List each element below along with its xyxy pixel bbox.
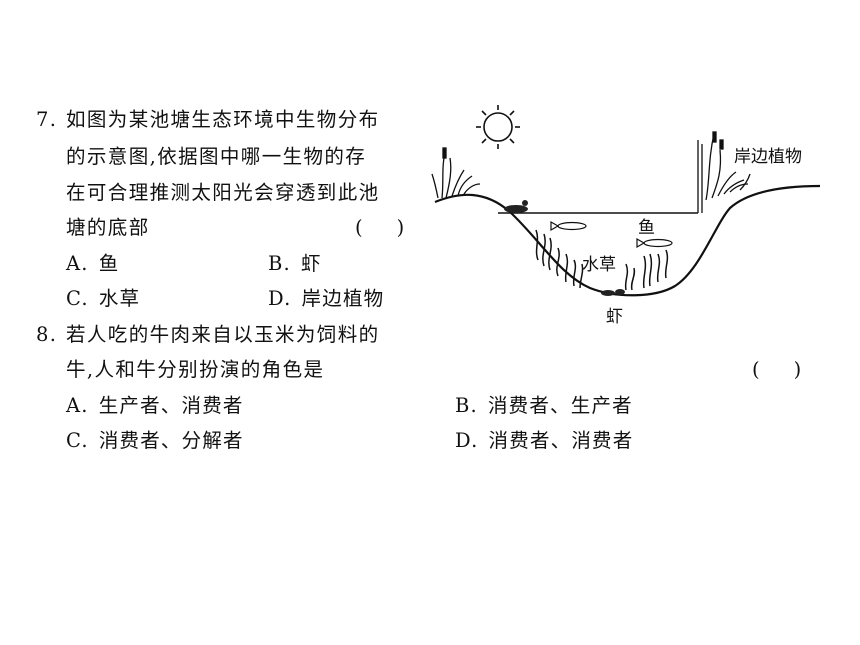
q8-option-c[interactable]: C.消费者、分解者 [66,429,244,452]
pond-ecosystem-diagram: 岸边植物 鱼 水草 虾 [431,105,821,327]
q8-answer-blank[interactable]: () [752,358,802,381]
q7-stem-line-4: 塘的底部 [66,216,150,239]
q7-option-b[interactable]: B.虾 [268,252,322,275]
q7-stem-line-3: 在可合理推测太阳光会穿透到此池 [66,181,380,204]
pond-basin [434,184,821,297]
diagram-label-shrimp: 虾 [606,307,623,327]
q8-stem-line-2: 牛,人和牛分别扮演的角色是 [66,358,325,381]
right-shore-plants [697,131,751,213]
fish-icon [550,220,673,249]
diagram-label-fish: 鱼 [638,218,655,238]
shrimp-icon [601,289,625,296]
q7-answer-blank[interactable]: () [355,216,405,239]
q7-stem-line-2: 的示意图,依据图中哪一生物的存 [66,145,367,168]
q8-stem-line-1: 若人吃的牛肉来自以玉米为饲料的 [66,323,380,346]
q7-number: 7. [36,108,58,131]
q8-option-d[interactable]: D.消费者、消费者 [455,429,634,452]
water-weeds [535,229,669,291]
q8-number: 8. [36,323,58,346]
q7-stem-line-1: 如图为某池塘生态环境中生物分布 [66,108,380,131]
diagram-label-shore-plants: 岸边植物 [734,147,802,167]
q8-option-a[interactable]: A.生产者、消费者 [66,394,244,417]
sun-icon [476,105,520,149]
q8-option-b[interactable]: B.消费者、生产者 [455,394,633,417]
water-bird-icon [504,200,528,213]
diagram-label-waterweed: 水草 [582,255,616,275]
q7-option-d[interactable]: D.岸边植物 [268,287,385,310]
left-shore-plants [431,147,481,199]
q7-option-c[interactable]: C.水草 [66,287,141,310]
q7-option-a[interactable]: A.鱼 [66,252,120,275]
